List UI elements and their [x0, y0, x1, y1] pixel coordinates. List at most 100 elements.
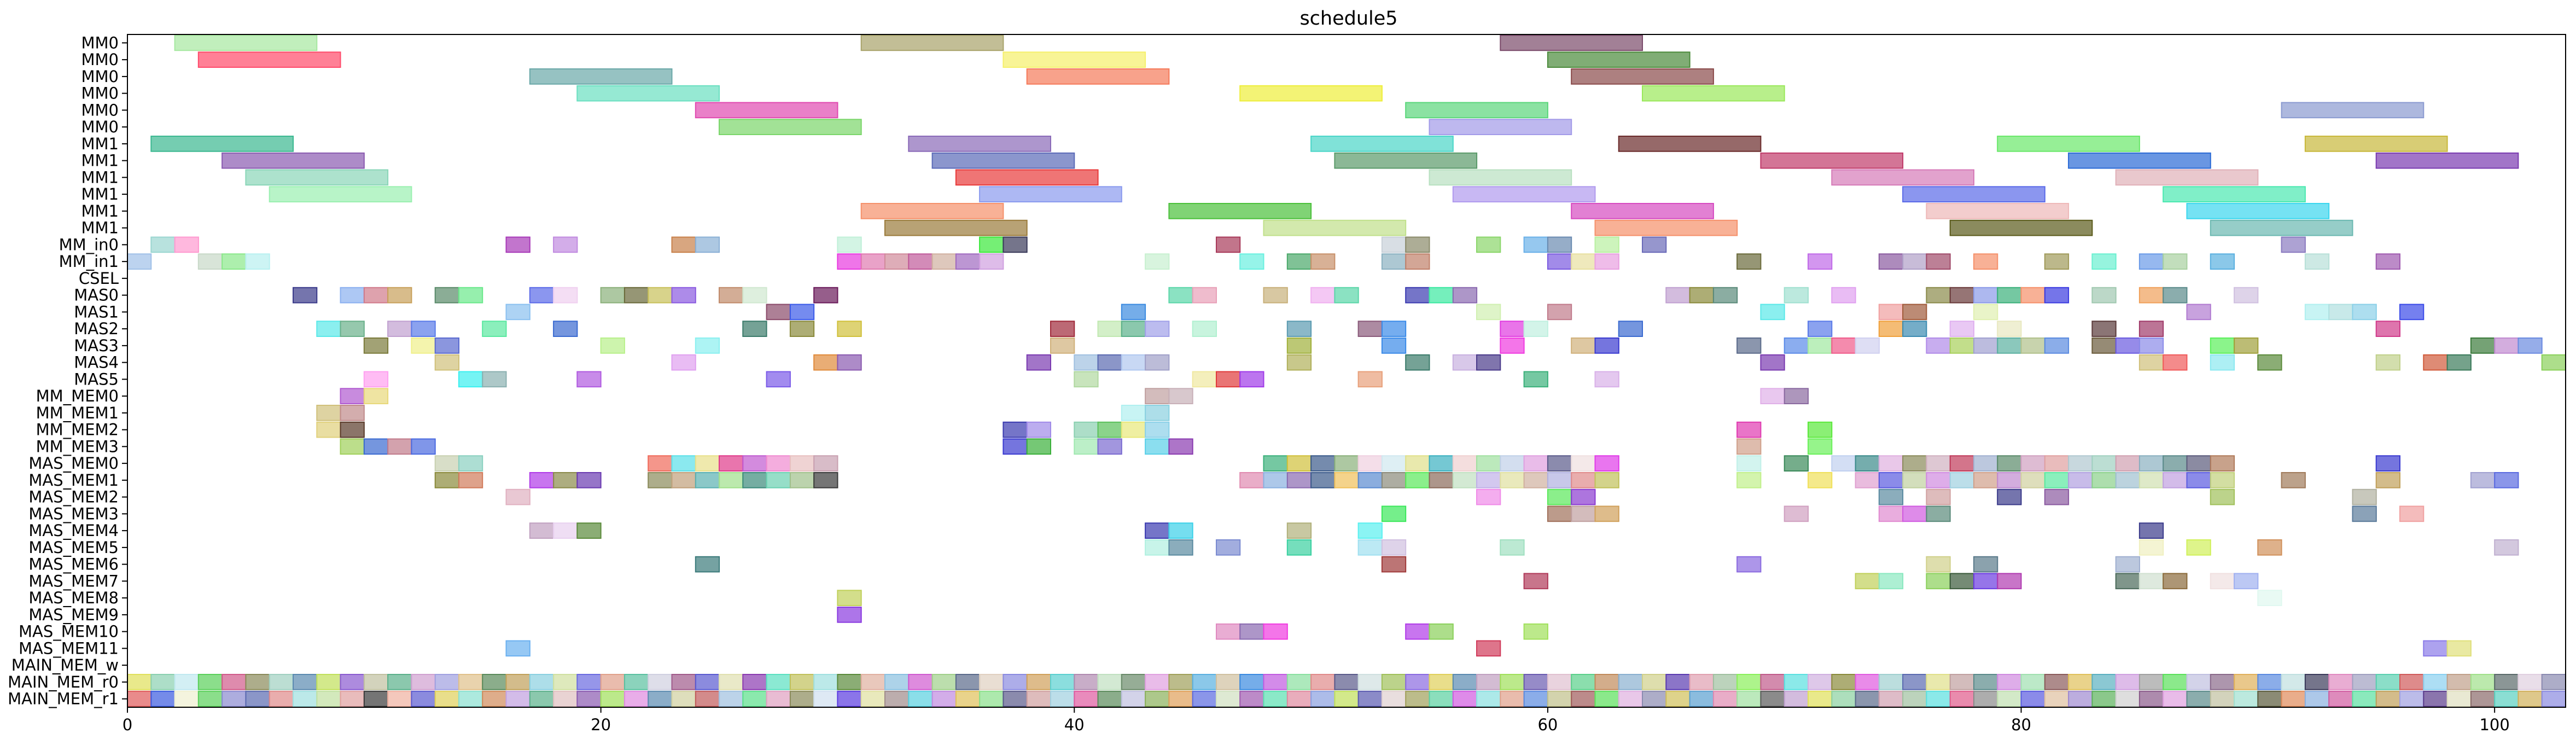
task-bar: [2352, 674, 2377, 690]
task-bar: [1523, 690, 1548, 707]
task-bar: [2091, 690, 2117, 707]
task-bar: [1784, 337, 1809, 354]
task-bar: [1452, 186, 1596, 202]
task-bar: [1310, 253, 1336, 270]
task-bar: [2234, 337, 2259, 354]
task-bar: [2020, 690, 2045, 707]
task-bar: [1263, 623, 1288, 640]
y-tick-label: MM0: [81, 33, 119, 52]
task-bar: [719, 472, 744, 488]
task-bar: [884, 674, 910, 690]
task-bar: [1594, 455, 1619, 472]
task-bar: [1712, 674, 1738, 690]
task-bar: [1642, 85, 1785, 102]
task-bar: [1902, 690, 1927, 707]
task-bar: [553, 472, 578, 488]
task-bar: [695, 674, 720, 690]
task-bar: [979, 186, 1122, 202]
task-bar: [695, 472, 720, 488]
task-bar: [1902, 321, 1927, 337]
task-bar: [1286, 522, 1312, 539]
task-bar: [1831, 287, 1856, 304]
task-bar: [1855, 337, 1880, 354]
task-bar: [1429, 287, 1454, 304]
y-tick-label: MAS5: [74, 370, 119, 388]
task-bar: [127, 674, 152, 690]
task-bar: [1476, 455, 1501, 472]
task-bar: [1405, 674, 1430, 690]
task-bar: [789, 472, 815, 488]
task-bar: [1500, 34, 1643, 51]
task-bar: [931, 690, 957, 707]
task-bar: [931, 674, 957, 690]
y-tick-label: MM1: [81, 152, 119, 170]
task-bar: [2044, 472, 2070, 488]
task-bar: [1547, 236, 1572, 253]
task-bar: [742, 690, 767, 707]
task-bar: [1357, 455, 1383, 472]
task-bar: [1121, 674, 1146, 690]
task-bar: [1594, 337, 1619, 354]
task-bar: [1168, 539, 1193, 556]
task-bar: [269, 674, 294, 690]
task-bar: [576, 690, 602, 707]
task-bar: [1949, 287, 1974, 304]
task-bar: [1808, 438, 1833, 455]
task-bar: [411, 337, 436, 354]
task-bar: [1997, 136, 2140, 152]
x-tick-label: 40: [1064, 715, 1085, 734]
task-bar: [363, 438, 389, 455]
task-bar: [1973, 287, 1998, 304]
task-bar: [2375, 152, 2519, 169]
task-bar: [2068, 152, 2211, 169]
y-tick-label: MM1: [81, 168, 119, 187]
task-bar: [1523, 573, 1548, 590]
y-tick-label: MAS_MEM4: [28, 521, 119, 540]
task-bar: [553, 321, 578, 337]
task-bar: [1571, 488, 1596, 505]
task-bar: [766, 371, 791, 388]
task-bar: [529, 472, 555, 488]
task-bar: [1074, 438, 1099, 455]
task-bar: [363, 337, 389, 354]
task-bar: [482, 371, 507, 388]
task-bar: [813, 455, 838, 472]
task-bar: [1192, 287, 1217, 304]
task-bar: [529, 68, 673, 85]
task-bar: [860, 253, 885, 270]
task-bar: [1878, 505, 1904, 522]
task-bar: [1642, 236, 1667, 253]
task-bar: [1689, 287, 1714, 304]
y-tick-label: MAS_MEM10: [19, 622, 119, 641]
task-bar: [1926, 253, 1951, 270]
task-bar: [1571, 674, 1596, 690]
task-bar: [2138, 354, 2164, 371]
task-bar: [884, 690, 910, 707]
task-bar: [434, 287, 460, 304]
task-bar: [1736, 674, 1762, 690]
task-bar: [884, 253, 910, 270]
task-bar: [2541, 354, 2567, 371]
task-bar: [1547, 674, 1572, 690]
task-bar: [1334, 455, 1359, 472]
task-bar: [931, 253, 957, 270]
task-bar: [2517, 690, 2543, 707]
task-bar: [1097, 438, 1122, 455]
task-bar: [1571, 690, 1596, 707]
task-bar: [2138, 690, 2164, 707]
task-bar: [2304, 674, 2330, 690]
task-bar: [1784, 388, 1809, 404]
task-bar: [1286, 690, 1312, 707]
task-bar: [695, 102, 838, 119]
y-tick-label: MM0: [81, 118, 119, 136]
task-bar: [2399, 690, 2425, 707]
task-bar: [1500, 539, 1525, 556]
task-bar: [1926, 455, 1951, 472]
task-bar: [1050, 337, 1075, 354]
task-bar: [1026, 674, 1051, 690]
task-bar: [1405, 354, 1430, 371]
task-bar: [671, 354, 696, 371]
task-bar: [576, 674, 602, 690]
task-bar: [1381, 455, 1407, 472]
task-bar: [1050, 321, 1075, 337]
